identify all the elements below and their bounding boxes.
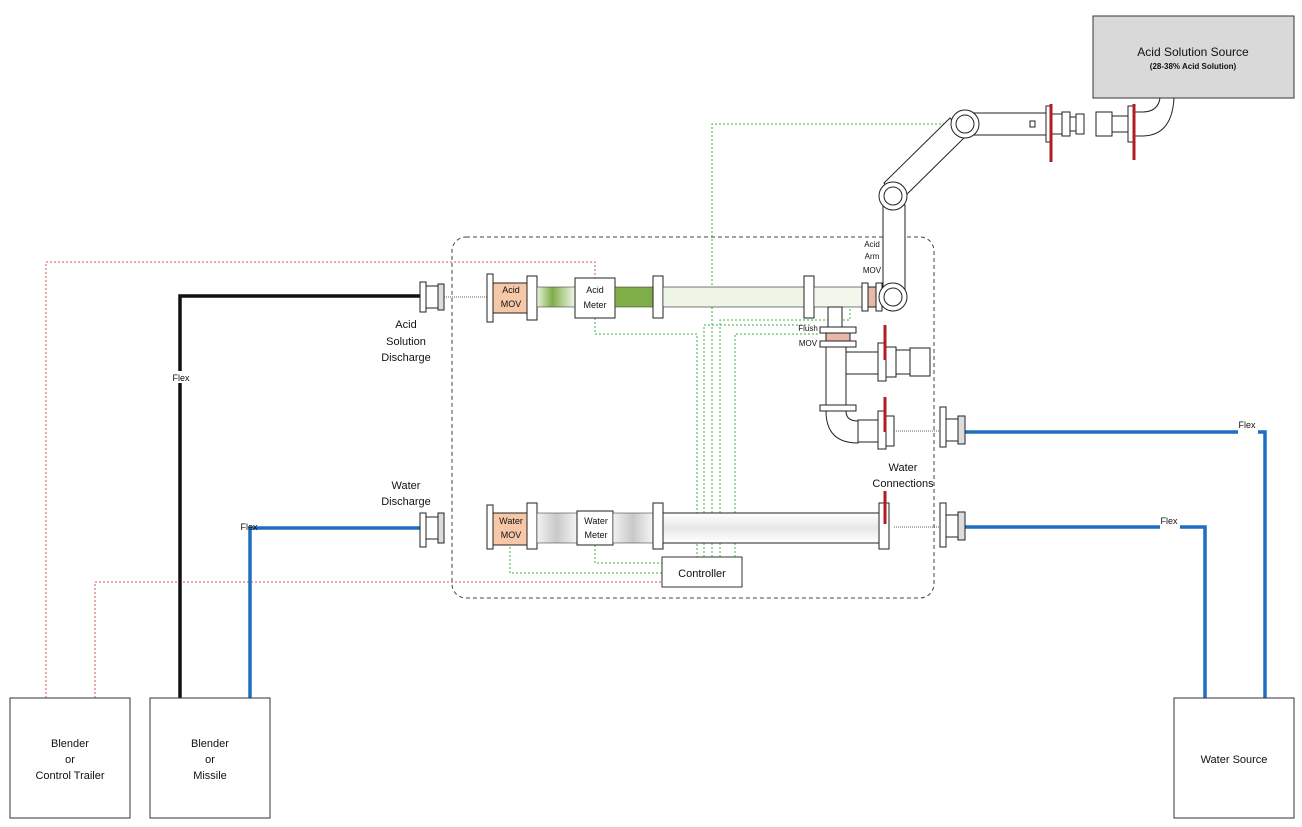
flex-label-water-upper: Flex: [1238, 420, 1256, 430]
acid-source-subtitle: (28-38% Acid Solution): [1150, 62, 1237, 71]
blender-missile-label-3: Missile: [193, 770, 227, 782]
blender-missile-label-1: Blender: [191, 738, 229, 750]
skid-boundary: [451, 236, 935, 599]
acid-solution-source: [1092, 15, 1295, 99]
water-discharge-flange: [419, 512, 445, 548]
water-connections-label-1: Water: [889, 462, 918, 474]
acid-discharge-label-2: Solution: [386, 336, 426, 348]
acid-mov-label-1: Acid: [502, 285, 520, 295]
water-meter-label-2: Meter: [584, 530, 607, 540]
controller-box: [661, 556, 743, 588]
flex-label-acid: Flex: [172, 373, 190, 383]
flush-mov-label-1: Flush: [798, 324, 818, 333]
acid-discharge-hose: [178, 294, 420, 698]
water-mov-label-1: Water: [499, 516, 523, 526]
acid-source-title: Acid Solution Source: [1137, 45, 1249, 59]
blender-control-label-3: Control Trailer: [35, 770, 104, 782]
acid-meter-label-1: Acid: [586, 285, 604, 295]
water-hoses: [248, 430, 1267, 698]
acid-arm-mov-label-3: MOV: [863, 266, 882, 275]
flush-assembly: [819, 306, 931, 450]
blender-control-label-2: or: [65, 754, 75, 766]
water-connection-flanges: [939, 406, 966, 548]
acid-pipe-run: [486, 273, 883, 323]
blender-missile-label-2: or: [205, 754, 215, 766]
acid-arm-mov-label-1: Acid: [864, 240, 880, 249]
acid-mov-label-2: MOV: [501, 299, 522, 309]
signal-lines: [509, 123, 1030, 574]
water-connections-label-2: Connections: [872, 478, 934, 490]
flush-mov-label-2: MOV: [799, 339, 818, 348]
water-source-label: Water Source: [1201, 754, 1268, 766]
blender-control-label-1: Blender: [51, 738, 89, 750]
flex-label-water-lower: Flex: [1160, 516, 1178, 526]
acid-discharge-flange: [419, 281, 445, 313]
water-discharge-label-1: Water: [392, 480, 421, 492]
blender-control-trailer-box: [9, 697, 131, 819]
power-lines: [45, 261, 662, 698]
water-pipe-run: [486, 502, 890, 550]
flex-tag-acid: [168, 371, 194, 383]
acid-arm-mov-label-2: Arm: [865, 252, 880, 261]
acid-meter-label-2: Meter: [583, 300, 606, 310]
water-source-box: [1173, 697, 1295, 819]
acid-discharge-label-1: Acid: [395, 319, 416, 331]
flex-label-water-discharge: Flex: [240, 522, 258, 532]
acid-discharge-label-3: Discharge: [381, 352, 431, 364]
water-meter-label-1: Water: [584, 516, 608, 526]
blender-missile-box: [149, 697, 271, 819]
water-discharge-label-2: Discharge: [381, 496, 431, 508]
loading-arm: [878, 105, 1085, 312]
controller-label: Controller: [678, 568, 726, 580]
water-mov-label-2: MOV: [501, 530, 522, 540]
